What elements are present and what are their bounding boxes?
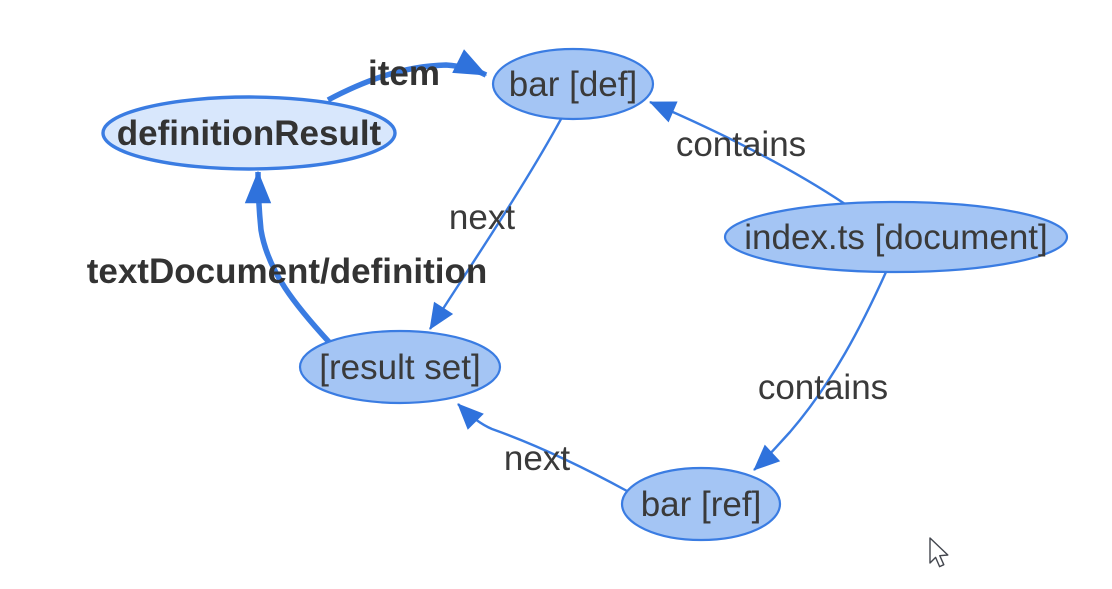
node-index-ts-document: index.ts [document] bbox=[723, 200, 1069, 274]
edge-contains-top bbox=[649, 100, 846, 205]
edge-next-bottom bbox=[457, 403, 628, 493]
node-bar-def-shape bbox=[491, 47, 655, 121]
node-index-ts-document-label: index.ts [document] bbox=[744, 218, 1048, 257]
edge-label-textdocument-definition: textDocument/definition bbox=[87, 252, 488, 291]
edge-label-contains-bottom: contains bbox=[758, 368, 888, 407]
node-index-ts-document-shape bbox=[723, 200, 1069, 274]
mouse-cursor-icon bbox=[929, 537, 949, 568]
node-bar-ref: bar [ref] bbox=[620, 466, 782, 542]
edge-label-item: item bbox=[368, 54, 440, 93]
node-bar-ref-label: bar [ref] bbox=[641, 485, 762, 524]
edge-contains-bottom bbox=[753, 271, 888, 471]
node-result-set-label: [result set] bbox=[319, 348, 480, 387]
edge-textdocument-definition bbox=[244, 170, 332, 344]
edge-label-contains-top: contains bbox=[676, 125, 806, 164]
edge-next-top bbox=[428, 118, 563, 330]
node-definition-result-shape bbox=[101, 95, 397, 171]
edge-item bbox=[326, 49, 488, 103]
edge-label-next-bottom: next bbox=[504, 439, 570, 478]
node-result-set: [result set] bbox=[298, 329, 502, 405]
node-definition-result-label: definitionResult bbox=[117, 114, 382, 153]
node-result-set-shape bbox=[298, 329, 502, 405]
node-bar-def-label: bar [def] bbox=[509, 65, 637, 104]
node-bar-ref-shape bbox=[620, 466, 782, 542]
node-bar-def: bar [def] bbox=[491, 47, 655, 121]
edge-label-next-top: next bbox=[449, 198, 515, 237]
node-definition-result: definitionResult bbox=[101, 95, 397, 171]
